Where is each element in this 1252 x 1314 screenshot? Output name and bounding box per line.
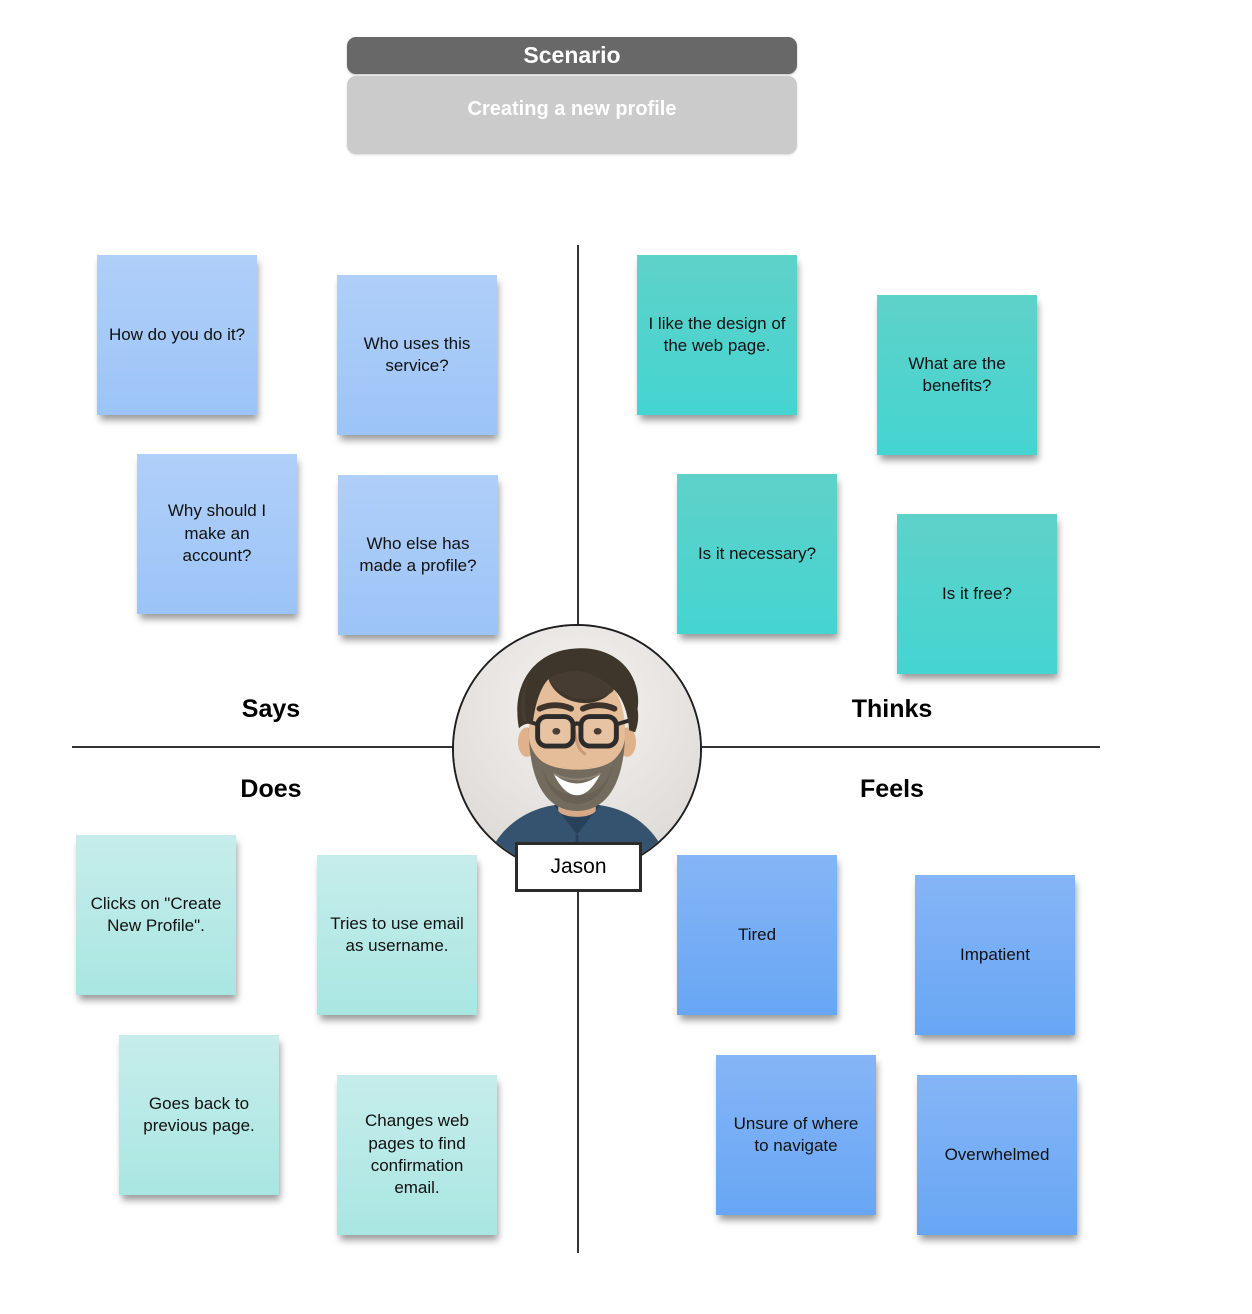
persona-portrait-illustration — [454, 626, 700, 872]
persona-photo[interactable] — [452, 624, 702, 874]
sticky-note-thinks-3[interactable]: Is it necessary? — [677, 474, 837, 634]
sticky-note-feels-4[interactable]: Overwhelmed — [917, 1075, 1077, 1235]
sticky-note-thinks-2[interactable]: What are the benefits? — [877, 295, 1037, 455]
sticky-note-text: Clicks on "Create New Profile". — [90, 893, 222, 935]
sticky-note-text: Goes back to previous page. — [143, 1093, 255, 1135]
sticky-note-does-3[interactable]: Goes back to previous page. — [119, 1035, 279, 1195]
sticky-note-text: Tries to use email as username. — [330, 913, 464, 955]
sticky-note-does-4[interactable]: Changes web pages to find confirmation e… — [337, 1075, 497, 1235]
sticky-note-text: How do you do it? — [108, 324, 246, 344]
sticky-note-feels-2[interactable]: Impatient — [915, 875, 1075, 1035]
sticky-note-text: Why should I make an account? — [167, 501, 267, 566]
sticky-note-text: Is it free? — [942, 583, 1012, 603]
sticky-note-does-1[interactable]: Clicks on "Create New Profile". — [76, 835, 236, 995]
sticky-note-text: Impatient — [960, 944, 1030, 964]
sticky-note-says-3[interactable]: Why should I make an account? — [137, 454, 297, 614]
quadrant-label-does: Does — [240, 775, 302, 803]
sticky-note-text: Changes web pages to find confirmation e… — [365, 1111, 469, 1198]
sticky-note-text: Is it necessary? — [697, 543, 817, 563]
sticky-note-does-2[interactable]: Tries to use email as username. — [317, 855, 477, 1015]
scenario-subtitle: Creating a new profile — [467, 98, 677, 120]
sticky-note-says-4[interactable]: Who else has made a profile? — [338, 475, 498, 635]
quadrant-label-says: Says — [241, 695, 301, 723]
quadrant-label-thinks: Thinks — [851, 695, 933, 723]
sticky-note-says-1[interactable]: How do you do it? — [97, 255, 257, 415]
persona-name-text: Jason — [550, 855, 607, 878]
sticky-note-text: Unsure of where to navigate — [733, 1113, 859, 1155]
sticky-note-feels-3[interactable]: Unsure of where to navigate — [716, 1055, 876, 1215]
scenario-title: Scenario — [523, 42, 621, 68]
sticky-note-text: Who uses this service? — [363, 333, 471, 375]
sticky-note-thinks-1[interactable]: I like the design of the web page. — [637, 255, 797, 415]
sticky-note-text: Who else has made a profile? — [359, 533, 477, 575]
sticky-note-text: What are the benefits? — [908, 353, 1006, 395]
quadrant-label-feels: Feels — [860, 775, 924, 803]
persona-name-label[interactable]: Jason — [515, 842, 642, 892]
sticky-note-feels-1[interactable]: Tired — [677, 855, 837, 1015]
sticky-note-text: I like the design of the web page. — [648, 313, 786, 355]
scenario-header: Scenario Creating a new profile — [347, 37, 797, 154]
sticky-note-says-2[interactable]: Who uses this service? — [337, 275, 497, 435]
scenario-title-bar[interactable]: Scenario — [347, 37, 797, 74]
sticky-note-thinks-4[interactable]: Is it free? — [897, 514, 1057, 674]
sticky-note-text: Tired — [737, 924, 777, 944]
scenario-panel[interactable]: Creating a new profile — [347, 76, 797, 154]
sticky-note-text: Overwhelmed — [944, 1144, 1050, 1164]
